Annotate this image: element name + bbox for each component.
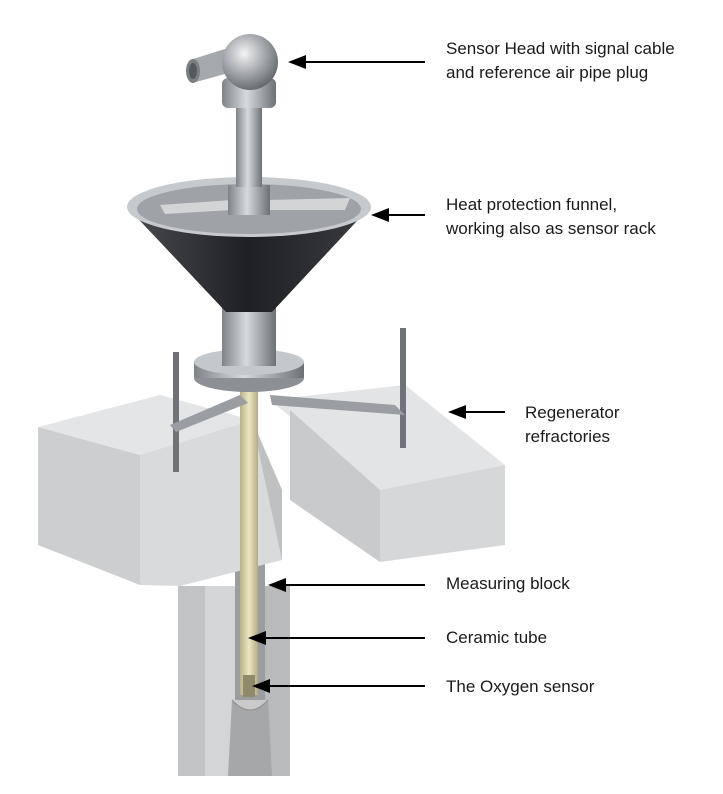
label-funnel-line1: Heat protection funnel,	[446, 195, 618, 214]
label-ceramic-tube-text: Ceramic tube	[446, 628, 548, 647]
label-refractories: Regenerator refractories	[525, 401, 620, 449]
measuring-block	[178, 560, 290, 776]
arrow-funnel	[371, 208, 425, 222]
label-refractories-line2: refractories	[525, 427, 611, 446]
label-sensor-head-line1: Sensor Head with signal cable	[446, 39, 675, 58]
arrow-sensor-head	[288, 55, 425, 69]
arrow-refractories	[448, 405, 505, 419]
rack-rods	[170, 328, 406, 472]
label-sensor-head: Sensor Head with signal cable and refere…	[446, 37, 675, 85]
label-measuring-block: Measuring block	[446, 572, 570, 596]
label-funnel-line2: working also as sensor rack	[446, 219, 656, 238]
label-ceramic-tube: Ceramic tube	[446, 626, 547, 650]
label-refractories-line1: Regenerator	[525, 403, 620, 422]
label-oxygen-sensor-text: The Oxygen sensor	[446, 677, 595, 696]
heat-protection-funnel	[127, 177, 371, 312]
arrow-ceramic-tube	[248, 631, 425, 645]
label-measuring-block-text: Measuring block	[446, 574, 570, 593]
arrow-oxygen-sensor	[252, 679, 425, 693]
callout-arrows	[248, 55, 505, 693]
oxygen-sensor	[243, 675, 255, 697]
sensor-stem	[236, 95, 262, 187]
label-funnel: Heat protection funnel, working also as …	[446, 193, 656, 241]
label-oxygen-sensor: The Oxygen sensor	[446, 675, 594, 699]
sensor-head	[186, 34, 278, 108]
label-sensor-head-line2: and reference air pipe plug	[446, 63, 649, 82]
arrow-measuring-block	[268, 578, 425, 592]
right-refractory-block	[270, 385, 505, 562]
